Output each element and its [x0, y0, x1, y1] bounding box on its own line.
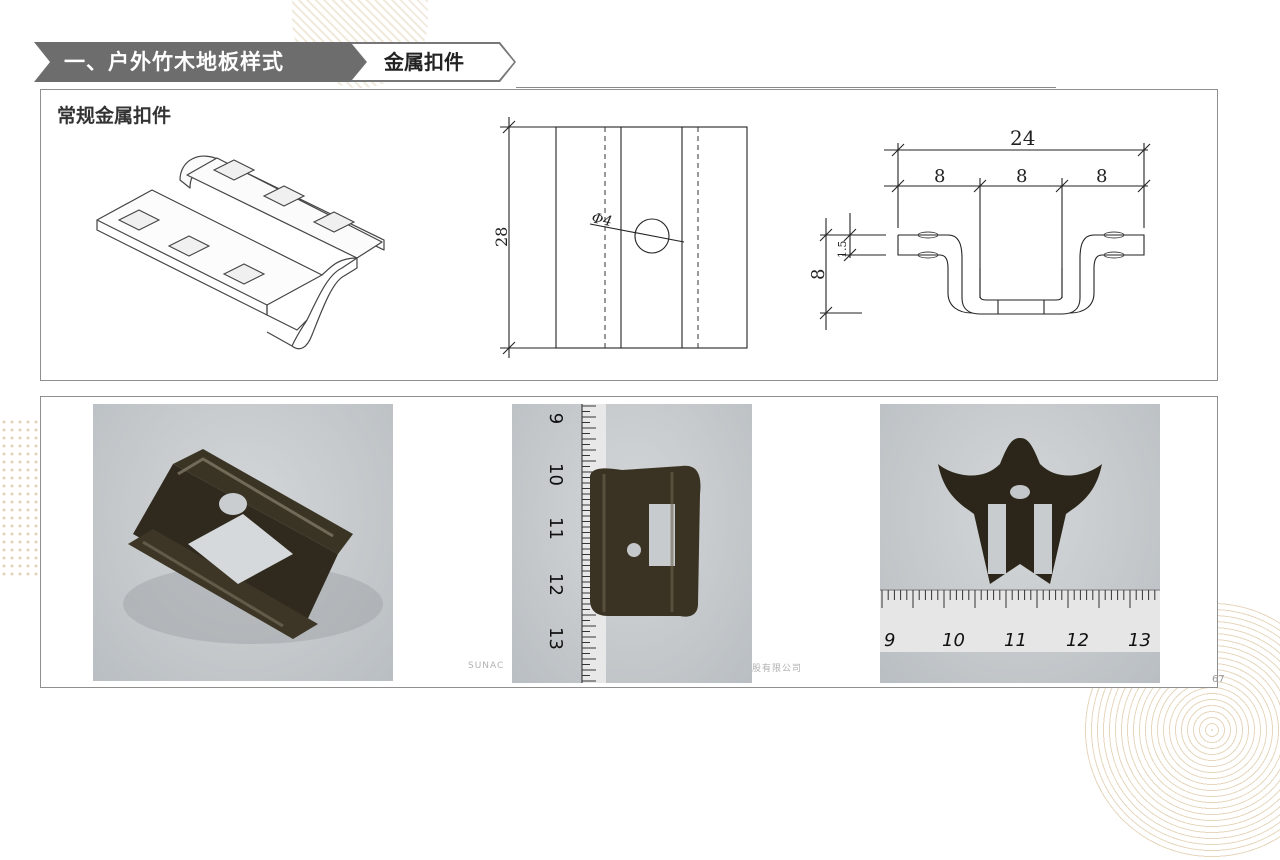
- clip-photo-perspective: [93, 404, 393, 681]
- front-view-drawing: 28 Φ4: [492, 117, 748, 358]
- ruler-v-mark-9: 9: [545, 412, 567, 425]
- front-height-dim: 28: [492, 227, 511, 247]
- clip-photo-with-vertical-ruler: 9 10 11 12 13: [512, 404, 752, 683]
- section-title: 一、户外竹木地板样式: [64, 50, 284, 74]
- ruler-v-mark-10: 10: [544, 463, 566, 486]
- ruler-h-mark-11: 11: [1004, 630, 1027, 651]
- ruler-v-mark-11: 11: [544, 517, 566, 540]
- header-divider: [516, 87, 1056, 88]
- ruler-v-mark-13: 13: [544, 627, 566, 650]
- profile-height-dim: 8: [808, 269, 829, 280]
- segment-dim-1: 8: [934, 166, 945, 187]
- ruler-h-mark-13: 13: [1128, 630, 1151, 651]
- segment-dim-2: 8: [1016, 166, 1027, 187]
- thickness-dim: 1.5: [836, 241, 849, 259]
- subsection-title: 金属扣件: [384, 50, 464, 74]
- page-number: 67: [1212, 674, 1225, 685]
- total-width-dim: 24: [1010, 126, 1035, 150]
- hole-diameter-dim: Φ4: [590, 210, 613, 230]
- section-title-ribbon: 一、户外竹木地板样式: [34, 42, 368, 82]
- ruler-h-mark-9: 9: [884, 630, 896, 651]
- footer-company-left: SUNAC: [468, 661, 505, 671]
- clip-photo-with-horizontal-ruler: 9 10 11 12 13: [880, 404, 1160, 683]
- ruler-h-mark-12: 12: [1066, 630, 1089, 651]
- ruler-v-mark-12: 12: [544, 573, 566, 596]
- ruler-h-mark-10: 10: [942, 630, 965, 651]
- segment-dim-3: 8: [1096, 166, 1107, 187]
- isometric-clip-drawing: [96, 155, 385, 350]
- footer-company-right: 股有限公司: [752, 664, 803, 674]
- side-profile-drawing: 24 8 8 8 8 1.5: [808, 126, 1151, 330]
- drawing-panel-title: 常规金属扣件: [57, 105, 172, 127]
- subsection-title-ribbon: 金属扣件: [352, 44, 514, 80]
